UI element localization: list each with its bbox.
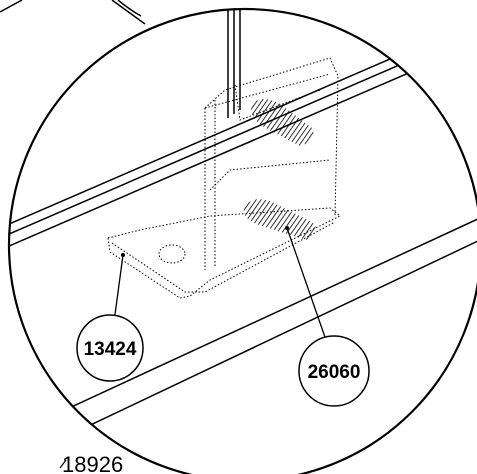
leader-lines <box>113 227 327 341</box>
upper-rail <box>9 19 477 251</box>
callout-13424: 13424 <box>76 314 144 382</box>
outer-frame-lines <box>0 0 146 25</box>
callout-26060-label: 26060 <box>308 362 361 383</box>
leader-dot-26060 <box>285 226 289 230</box>
detail-circle <box>7 7 477 474</box>
callout-26060: 26060 <box>298 335 370 407</box>
lower-rail <box>9 217 477 469</box>
reference-marker: 18926 <box>59 452 123 474</box>
callout-13424-label: 13424 <box>84 339 137 360</box>
leader-dot-13424 <box>121 253 125 257</box>
vertical-post <box>227 9 241 118</box>
reference-label: 18926 <box>62 452 123 474</box>
slot-lower <box>243 199 316 240</box>
bracket-outline <box>107 57 341 299</box>
slot-upper <box>251 99 314 146</box>
